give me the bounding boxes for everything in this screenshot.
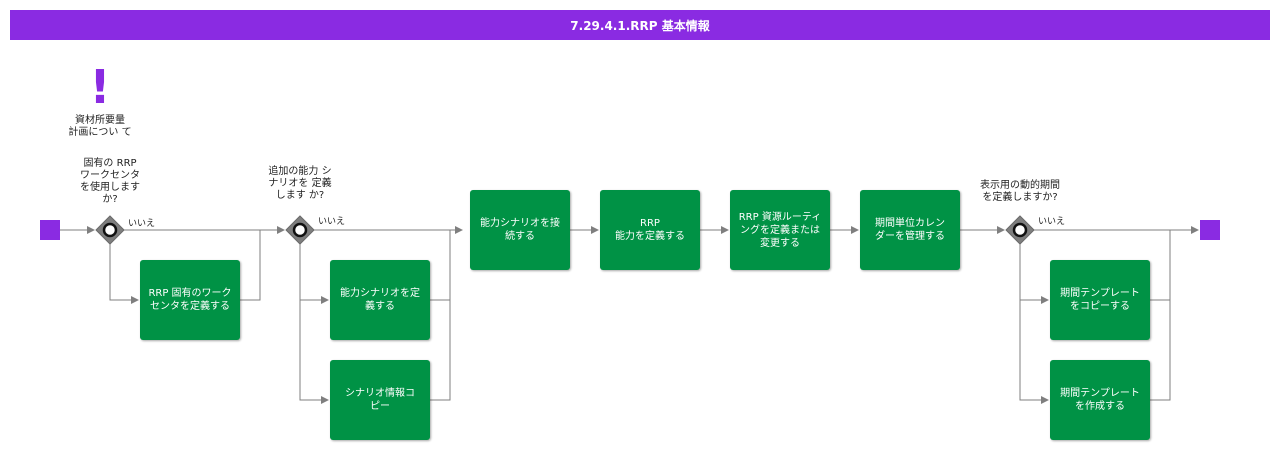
gateway-1-no-label: いいえ (128, 219, 156, 229)
gateway-3-question: 表示用の動的期間 を定義しますか? (980, 180, 1060, 203)
exclamation-icon: ! (89, 60, 111, 114)
note-text: 資材所要量 計画につい て (68, 115, 132, 138)
gateway-3[interactable] (1005, 215, 1035, 245)
task-define-routing[interactable]: RRP 資源ルーティ ングを定義または 変更する (730, 190, 830, 270)
diagram-title: 7.29.4.1.RRP 基本情報 (570, 18, 710, 33)
connector-copy-merge (430, 300, 451, 401)
gateway-3-no-label: いいえ (1038, 217, 1066, 227)
gateway-2-no-label: いいえ (318, 217, 346, 227)
gateway-1[interactable] (95, 215, 125, 245)
gateway-1-question: 固有の RRP ワークセンタ を使用します か? (80, 158, 140, 205)
start-event[interactable] (40, 220, 60, 240)
connector-gw2-copy (299, 300, 329, 404)
end-event[interactable] (1200, 220, 1220, 240)
task-copy-scenario[interactable]: シナリオ情報コ ピー (330, 360, 430, 440)
connector-copytemplate-merge (1150, 230, 1171, 301)
connector-gw3-copy (1019, 244, 1049, 304)
connector-scenario-merge (430, 230, 451, 301)
task-copy-template[interactable]: 期間テンプレート をコピーする (1050, 260, 1150, 340)
connector-gw1-yes (109, 244, 139, 304)
task-define-scenario[interactable]: 能力シナリオを定 義する (330, 260, 430, 340)
gateway-2-question: 追加の能力 シ ナリオを 定義 します か? (268, 166, 332, 201)
connector-gw3-create (1019, 300, 1049, 404)
task-define-workcenter[interactable]: RRP 固有のワーク センタを定義する (140, 260, 240, 340)
connector-createtemplate-merge (1150, 300, 1171, 401)
task-connect-scenario[interactable]: 能力シナリオを接 続する (470, 190, 570, 270)
task-define-capacity[interactable]: RRP 能力を定義する (600, 190, 700, 270)
diagram-title-banner: 7.29.4.1.RRP 基本情報 (10, 10, 1270, 40)
gateway-2[interactable] (285, 215, 315, 245)
connector-workcenter-merge (240, 226, 285, 301)
connector-gw2-scenario (299, 244, 329, 304)
task-manage-calendar[interactable]: 期間単位カレン ダーを管理する (860, 190, 960, 270)
task-create-template[interactable]: 期間テンプレート を作成する (1050, 360, 1150, 440)
